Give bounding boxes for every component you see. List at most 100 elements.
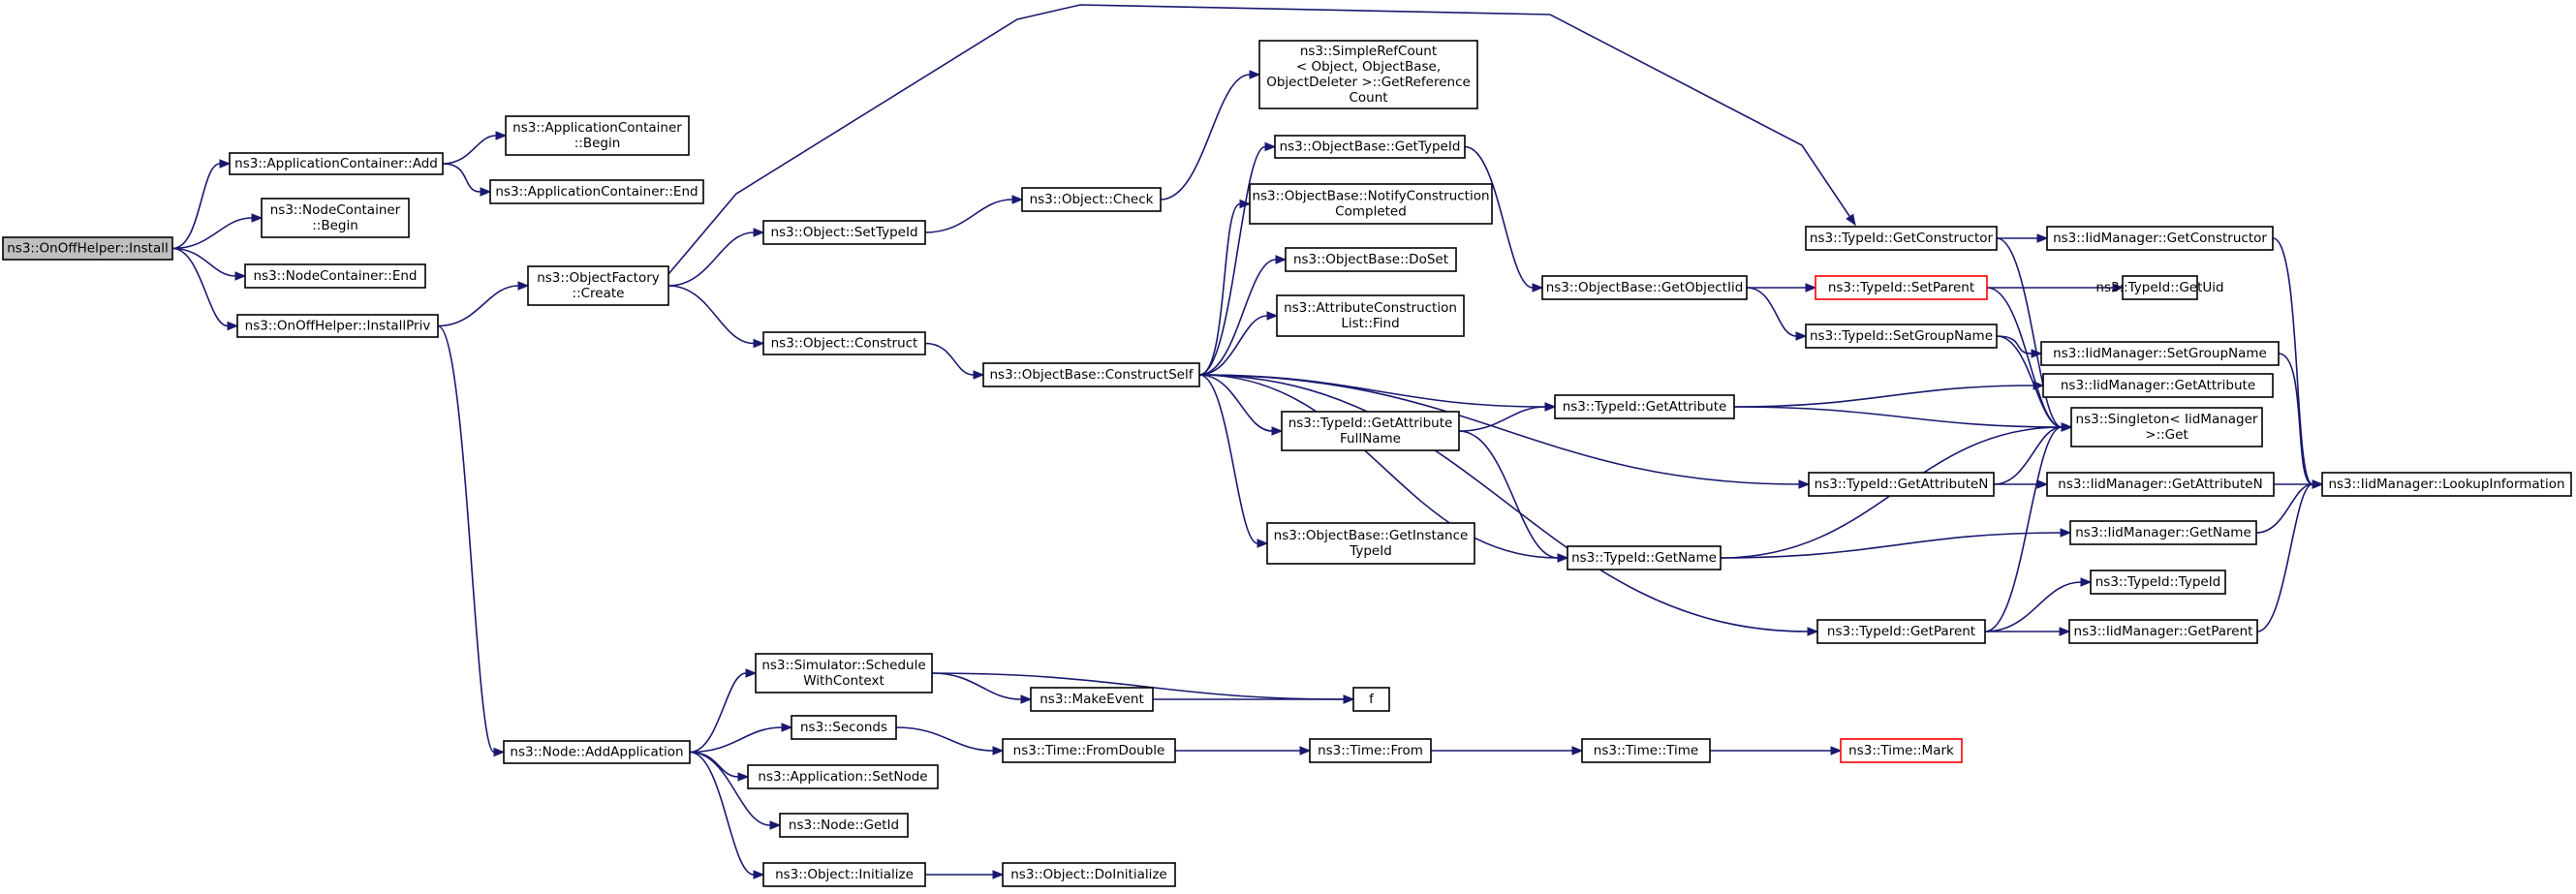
- node-label: ns3::TypeId::SetParent: [1828, 280, 1974, 295]
- node-object_initialize[interactable]: ns3::Object::Initialize: [762, 862, 926, 887]
- node-label: Completed: [1335, 204, 1407, 220]
- node-box: [1805, 324, 1998, 349]
- node-objbase_gettypeid[interactable]: ns3::ObjectBase::GetTypeId: [1274, 135, 1466, 159]
- node-typeid_getname[interactable]: ns3::TypeId::GetName: [1567, 545, 1722, 570]
- node-label: ns3::ApplicationContainer: [512, 120, 682, 136]
- edge-typeid_getattribute-to-singleton_get: [1733, 406, 2063, 428]
- node-label: ns3::TypeId::GetAttributeN: [1815, 477, 1989, 492]
- node-time_mark[interactable]: ns3::Time::Mark: [1840, 738, 1963, 763]
- node-typeid_getparent[interactable]: ns3::TypeId::GetParent: [1816, 619, 1986, 644]
- node-nodecont_end[interactable]: ns3::NodeContainer::End: [244, 263, 426, 289]
- node-layer: ns3::OnOffHelper::Installns3::Applicatio…: [2, 40, 2572, 887]
- node-box: [229, 152, 444, 175]
- node-label: ::Begin: [312, 218, 358, 233]
- node-nodecont_begin[interactable]: ns3::NodeContainer::Begin: [261, 198, 410, 238]
- node-label: < Object, ObjectBase,: [1296, 59, 1441, 75]
- node-install[interactable]: ns3::OnOffHelper::Install: [2, 236, 173, 261]
- node-label: f: [1369, 692, 1375, 707]
- node-time_time[interactable]: ns3::Time::Time: [1581, 738, 1711, 763]
- node-object_construct[interactable]: ns3::Object::Construct: [762, 331, 926, 355]
- node-box: [791, 715, 897, 740]
- arrowhead-typeid_getattrfullname-to-typeid_getattribute: [1544, 402, 1557, 412]
- node-object_settypeid[interactable]: ns3::Object::SetTypeId: [762, 220, 926, 245]
- arrowhead-objbase_constructself-to-objbase_dispose: [1275, 255, 1288, 264]
- node-label: ns3::TypeId::GetUid: [2095, 280, 2223, 295]
- node-iid_lookupinfo[interactable]: ns3::IidManager::LookupInformation: [2321, 472, 2572, 497]
- node-node_addapp[interactable]: ns3::Node::AddApplication: [503, 740, 691, 764]
- node-iid_getname[interactable]: ns3::IidManager::GetName: [2069, 520, 2257, 545]
- arrowhead-install-to-installpriv: [227, 321, 239, 331]
- node-label: ns3::ObjectBase::NotifyConstruction: [1252, 189, 1489, 204]
- node-singleton_get[interactable]: ns3::Singleton< IidManager >::Get: [2070, 407, 2263, 447]
- node-time_from[interactable]: ns3::Time::From: [1309, 738, 1432, 763]
- node-box: [1030, 687, 1154, 712]
- arrowhead-objbase_constructself-to-attrconst_find: [1266, 311, 1279, 321]
- node-seconds[interactable]: ns3::Seconds: [791, 715, 897, 740]
- arrowhead-object_settypeid-to-object_check: [1011, 195, 1024, 204]
- node-box: [1840, 738, 1963, 763]
- node-iid_getconstructor[interactable]: ns3::IidManager::GetConstructor: [2046, 226, 2274, 251]
- node-label: ns3::Object::Initialize: [775, 867, 914, 882]
- edge-typeid_getattrfullname-to-typeid_getname: [1458, 430, 1559, 559]
- node-appcont_add[interactable]: ns3::ApplicationContainer::Add: [229, 152, 444, 175]
- node-box: [236, 314, 439, 338]
- arrowhead-typeid_setgroupname-to-iid_setgroupname: [2031, 349, 2043, 358]
- node-typeid_setparent[interactable]: ns3::TypeId::SetParent: [1815, 275, 1988, 300]
- node-label: ns3::ObjectBase::DoSet: [1293, 252, 1448, 267]
- node-iid_getattribute[interactable]: ns3::IidManager::GetAttribute: [2042, 373, 2274, 398]
- node-label: ns3::TypeId::GetConstructor: [1810, 231, 1994, 246]
- node-objbase_getobjectiid[interactable]: ns3::ObjectBase::GetObjectIid: [1541, 275, 1748, 300]
- node-label: ns3::TypeId::GetParent: [1827, 624, 1975, 639]
- node-iid_getattributen[interactable]: ns3::IidManager::GetAttributeN: [2046, 472, 2275, 497]
- node-typeid_getconstructor[interactable]: ns3::TypeId::GetConstructor: [1805, 226, 1998, 251]
- node-object_doinitialize[interactable]: ns3::Object::DoInitialize: [1002, 862, 1176, 887]
- node-typeid_getuid[interactable]: ns3::TypeId::GetUid: [2095, 275, 2224, 300]
- node-label: ns3::Time::From: [1318, 743, 1423, 758]
- arrowhead-typeid_getparent-to-singleton_get: [2061, 422, 2073, 432]
- node-iid_setgroupname[interactable]: ns3::IidManager::SetGroupName: [2040, 341, 2280, 366]
- arrowhead-time_from-to-time_time: [1571, 746, 1584, 755]
- edge-layer: [171, 4, 2324, 879]
- edge-sim_schedule-to-makeevent: [931, 672, 1022, 700]
- arrowhead-objfactory_create-to-object_construct: [753, 338, 765, 349]
- node-time_fromdouble[interactable]: ns3::Time::FromDouble: [1002, 738, 1176, 763]
- arrowhead-time_time-to-time_mark: [1830, 746, 1843, 755]
- arrowhead-node_addapp-to-app_setnode: [737, 772, 750, 782]
- node-appcont_end[interactable]: ns3::ApplicationContainer::End: [489, 179, 704, 204]
- node-iid_getparent[interactable]: ns3::IidManager::GetParent: [2068, 619, 2258, 644]
- edge-iid_getname-to-iid_lookupinfo: [2255, 483, 2313, 534]
- edge-typeid_getattribute-to-iid_getattribute: [1733, 385, 2034, 408]
- arrowhead-node_addapp-to-sim_schedule: [745, 668, 758, 678]
- node-app_setnode[interactable]: ns3::Application::SetNode: [747, 764, 939, 789]
- node-objbase_constructself[interactable]: ns3::ObjectBase::ConstructSelf: [982, 362, 1200, 387]
- node-typeid_getattribute[interactable]: ns3::TypeId::GetAttribute: [1554, 394, 1735, 419]
- node-installpriv[interactable]: ns3::OnOffHelper::InstallPriv: [236, 314, 439, 338]
- node-typeid_getattributen[interactable]: ns3::TypeId::GetAttributeN: [1808, 472, 1995, 497]
- node-objfactory_create[interactable]: ns3::ObjectFactory::Create: [527, 265, 669, 306]
- node-makeevent[interactable]: ns3::MakeEvent: [1030, 687, 1154, 712]
- node-label: >::Get: [2145, 427, 2188, 443]
- node-appcont_begin[interactable]: ns3::ApplicationContainer::Begin: [505, 115, 690, 156]
- node-label: ns3::ObjectFactory: [537, 270, 660, 286]
- node-box: [1815, 275, 1988, 300]
- node-typeid_typeid[interactable]: ns3::TypeId::TypeId: [2090, 570, 2226, 595]
- node-f[interactable]: f: [1352, 687, 1390, 712]
- node-objbase_notify[interactable]: ns3::ObjectBase::NotifyConstructionCompl…: [1249, 183, 1493, 225]
- edge-typeid_setgroupname-to-iid_setgroupname: [1996, 335, 2033, 355]
- node-label: ns3::IidManager::LookupInformation: [2328, 477, 2564, 492]
- node-label: ns3::Object::Check: [1030, 192, 1154, 207]
- node-node_getid[interactable]: ns3::Node::GetId: [779, 813, 909, 838]
- node-box: [1805, 226, 1998, 251]
- node-box: [489, 179, 704, 204]
- node-objbase_dispose[interactable]: ns3::ObjectBase::DoSet: [1285, 247, 1457, 272]
- edge-objfactory_create-to-typeid_getconstructor: [667, 4, 1856, 275]
- edge-object_settypeid-to-object_check: [924, 199, 1013, 233]
- node-simplerefcount[interactable]: ns3::SimpleRefCount< Object, ObjectBase,…: [1258, 40, 1478, 109]
- edge-objbase_getobjectiid-to-typeid_setgroupname: [1746, 287, 1797, 337]
- node-typeid_setgroupname[interactable]: ns3::TypeId::SetGroupName: [1805, 324, 1998, 349]
- node-object_check[interactable]: ns3::Object::Check: [1021, 187, 1162, 212]
